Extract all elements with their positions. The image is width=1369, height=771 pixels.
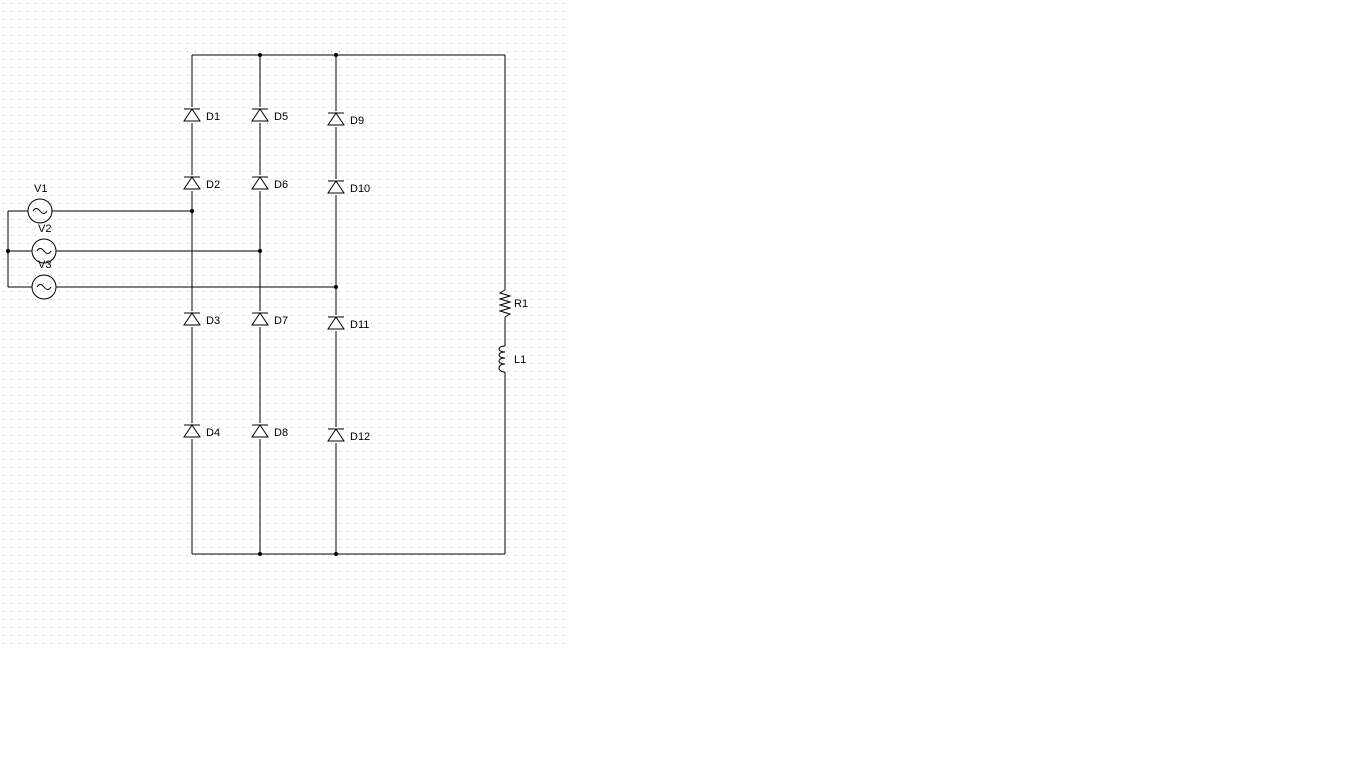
diode-d7[interactable]: D7 bbox=[251, 311, 288, 327]
diode-d5[interactable]: D5 bbox=[251, 107, 288, 123]
junction-dot bbox=[334, 285, 338, 289]
diode-label: D3 bbox=[206, 315, 220, 327]
resistor-r1[interactable]: R1 bbox=[498, 289, 528, 318]
junction-dot bbox=[190, 209, 194, 213]
junction-dot bbox=[258, 53, 262, 57]
source-label: V2 bbox=[38, 223, 51, 235]
junctions bbox=[6, 53, 338, 556]
diode-label: D7 bbox=[274, 315, 288, 327]
diode-label: D1 bbox=[206, 111, 220, 123]
diode-d3[interactable]: D3 bbox=[183, 311, 220, 327]
inductor-l1[interactable]: L1 bbox=[498, 345, 526, 373]
source-label: V3 bbox=[38, 259, 51, 271]
junction-dot bbox=[334, 552, 338, 556]
resistor-label: R1 bbox=[514, 298, 528, 310]
diode-d4[interactable]: D4 bbox=[183, 423, 220, 439]
diode-label: D4 bbox=[206, 427, 220, 439]
diode-label: D5 bbox=[274, 111, 288, 123]
diode-d11[interactable]: D11 bbox=[327, 315, 369, 331]
dot-grid bbox=[0, 0, 568, 646]
diode-d1[interactable]: D1 bbox=[183, 107, 220, 123]
source-label: V1 bbox=[34, 183, 47, 195]
diode-label: D6 bbox=[274, 179, 288, 191]
diode-label: D12 bbox=[350, 431, 370, 443]
wires bbox=[7, 54, 506, 555]
diode-d2[interactable]: D2 bbox=[183, 175, 220, 191]
junction-dot bbox=[6, 249, 10, 253]
diode-d6[interactable]: D6 bbox=[251, 175, 288, 191]
diode-d12[interactable]: D12 bbox=[327, 427, 370, 443]
source-v3[interactable]: V3 bbox=[31, 259, 57, 300]
diode-label: D2 bbox=[206, 179, 220, 191]
junction-dot bbox=[334, 53, 338, 57]
junction-dot bbox=[258, 249, 262, 253]
inductor-label: L1 bbox=[514, 354, 526, 366]
diode-label: D8 bbox=[274, 427, 288, 439]
junction-dot bbox=[258, 552, 262, 556]
diode-label: D11 bbox=[350, 319, 369, 331]
diode-d9[interactable]: D9 bbox=[327, 111, 364, 127]
source-v1[interactable]: V1 bbox=[27, 183, 53, 224]
diode-label: D10 bbox=[350, 183, 370, 195]
source-v2[interactable]: V2 bbox=[31, 223, 57, 264]
diode-label: D9 bbox=[350, 115, 364, 127]
diode-d10[interactable]: D10 bbox=[327, 179, 370, 195]
diode-d8[interactable]: D8 bbox=[251, 423, 288, 439]
